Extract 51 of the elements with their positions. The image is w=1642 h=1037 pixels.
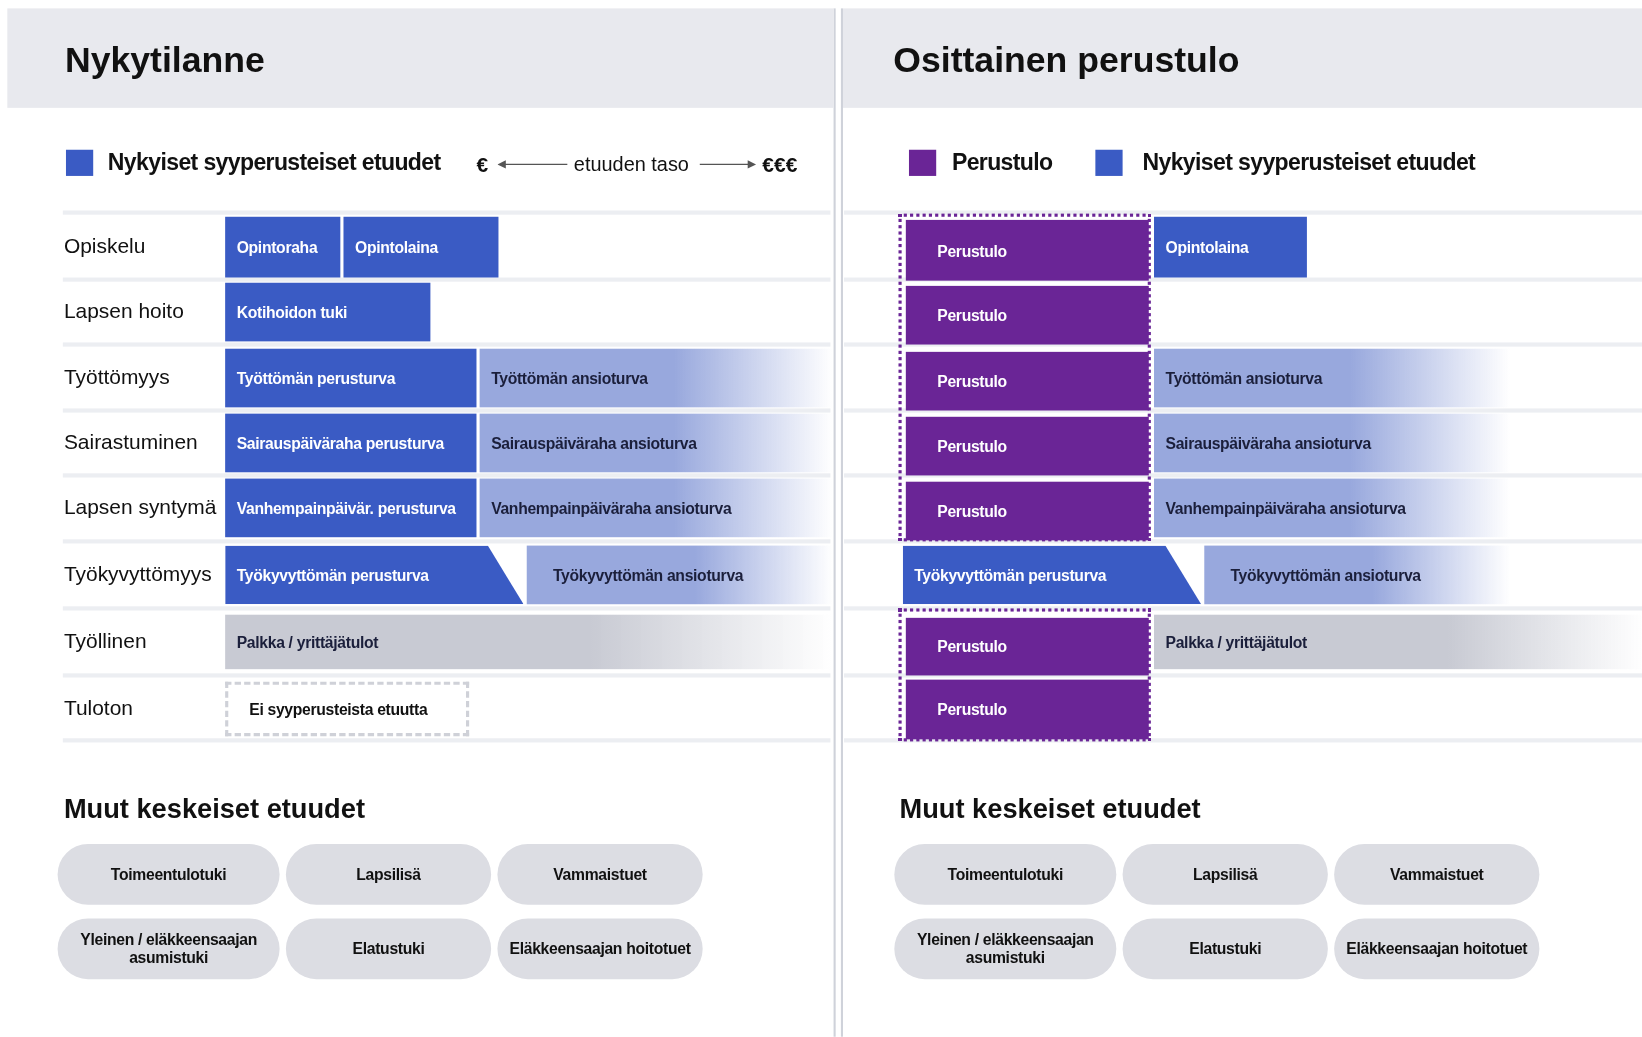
comparison-panel — [840, 8, 1642, 1037]
benefit-pill: Vammaistuet — [497, 844, 703, 905]
benefit-pill: Lapsilisä — [1122, 844, 1328, 905]
empty-benefit-box: Ei syyperusteista etuutta — [225, 681, 470, 737]
benefit-bar: Työttömän perusturva — [225, 348, 477, 408]
comparison-panel — [7, 8, 836, 1037]
row-label: Lapsen hoito — [63, 299, 184, 324]
benefit-bar: Työkyvyttömän perusturva — [225, 545, 524, 605]
benefit-pill: Vammaistuet — [1334, 844, 1540, 905]
benefit-pill: Eläkkeensaajan hoitotuet — [1334, 918, 1540, 980]
basic-income-bar: Perustulo — [905, 351, 1149, 411]
panel-title: Osittainen perustulo — [893, 39, 1240, 81]
benefit-bar: Opintoraha — [225, 216, 341, 278]
axis-label: € — [476, 152, 489, 177]
basic-income-bar: Perustulo — [905, 617, 1149, 676]
row-label: Sairastuminen — [63, 430, 198, 455]
benefit-bar: Opintolaina — [1154, 216, 1307, 278]
dotted-group-outline — [898, 213, 1151, 542]
benefit-pill: Toimeentulotuki — [57, 844, 280, 905]
axis-label: €€€ — [762, 152, 798, 177]
basic-income-bar: Perustulo — [905, 219, 1149, 281]
benefit-pill: Elatustuki — [1122, 918, 1328, 980]
row-label: Tuloton — [63, 696, 133, 721]
basic-income-bar: Perustulo — [905, 679, 1149, 740]
benefit-bar: Sairauspäiväraha perusturva — [225, 413, 477, 473]
section-heading: Muut keskeiset etuudet — [899, 792, 1201, 826]
dotted-group-outline — [898, 608, 1151, 742]
legend-label: Nykyiset syyperusteiset etuudet — [107, 148, 441, 176]
row-label: Opiskelu — [63, 234, 146, 259]
row-label: Työllinen — [63, 629, 147, 654]
benefit-pill: Eläkkeensaajan hoitotuet — [497, 918, 703, 980]
benefit-pill: Lapsilisä — [285, 844, 492, 905]
row-label: Työkyvyttömyys — [63, 562, 212, 587]
benefit-bar: Opintolaina — [343, 216, 499, 278]
benefit-pill: Toimeentulotuki — [894, 844, 1117, 905]
benefit-bar: Työkyvyttömän perusturva — [902, 545, 1202, 605]
row-label: Lapsen syntymä — [63, 495, 217, 520]
basic-income-bar: Perustulo — [905, 285, 1149, 345]
row-label: Työttömyys — [63, 365, 170, 390]
basic-income-bar: Perustulo — [905, 416, 1149, 476]
benefit-bar: Kotihoidon tuki — [225, 282, 431, 342]
section-heading: Muut keskeiset etuudet — [63, 792, 365, 826]
axis-label: etuuden taso — [573, 152, 689, 176]
legend-label: Nykyiset syyperusteiset etuudet — [1142, 148, 1476, 176]
basic-income-bar: Perustulo — [905, 481, 1149, 541]
benefit-bar: Vanhempainpäivär. perusturva — [225, 478, 477, 538]
benefit-pill: Elatustuki — [285, 918, 492, 980]
panel-title: Nykytilanne — [64, 39, 265, 81]
benefit-pill: Yleinen / eläkkeensaajan asumistuki — [894, 918, 1117, 980]
benefit-pill: Yleinen / eläkkeensaajan asumistuki — [57, 918, 280, 980]
legend-label: Perustulo — [951, 148, 1053, 176]
